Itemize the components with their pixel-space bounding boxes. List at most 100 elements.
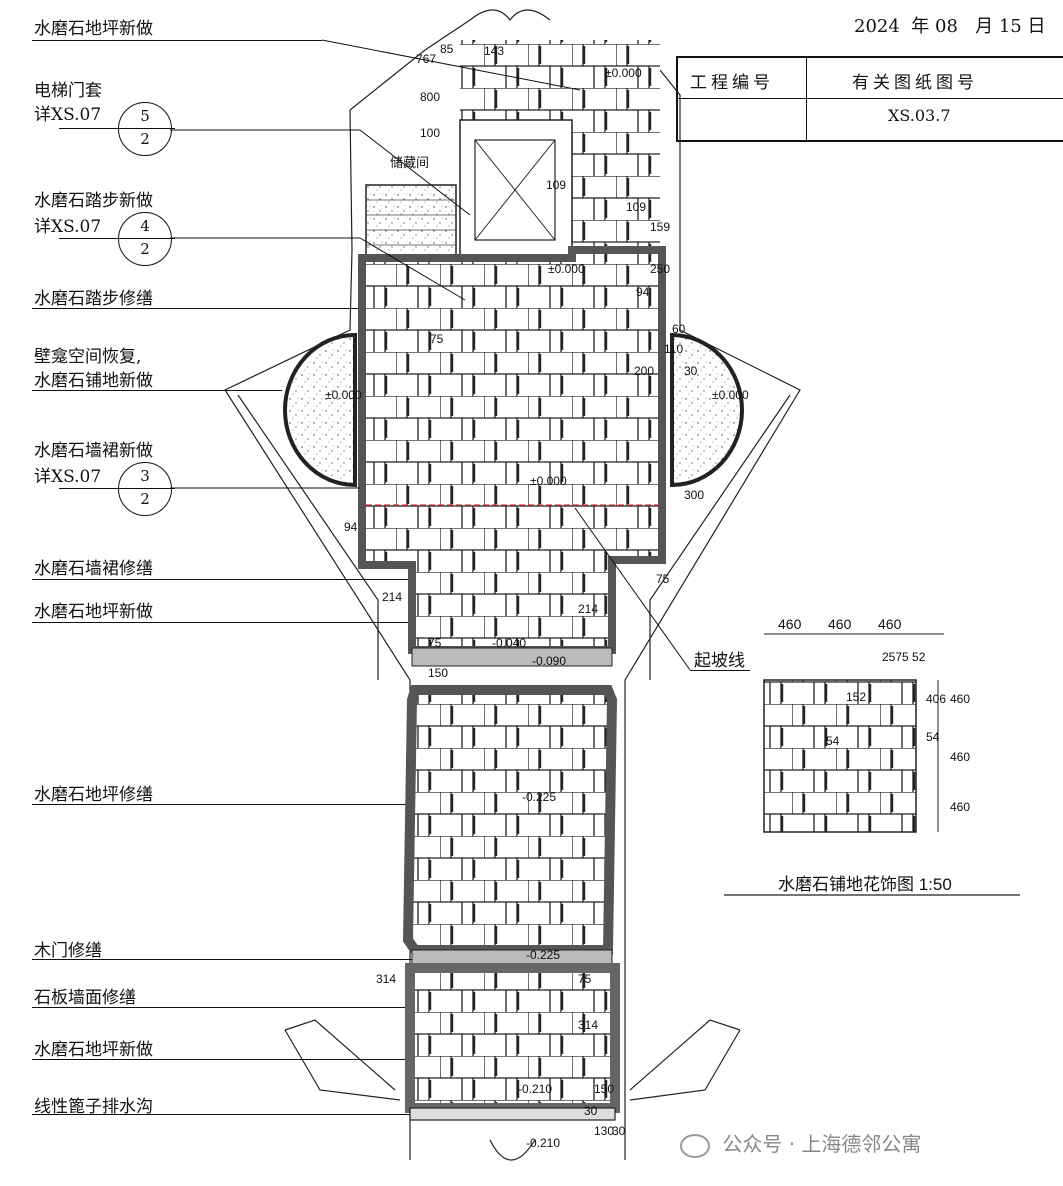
detail-dim-top: 460 (878, 616, 902, 632)
leader-line (32, 959, 462, 960)
dimension: 110 (664, 342, 684, 356)
detail-ref-3-bottom: 2 (140, 490, 150, 508)
detail-ref-5-top: 5 (140, 107, 150, 125)
dimension: 143 (484, 44, 505, 58)
leader-line (32, 1114, 432, 1115)
date-year: 2024 (854, 16, 900, 37)
elevation-mark: -0.225 (522, 790, 557, 804)
dimension: 150 (428, 666, 449, 680)
niche-right (670, 332, 744, 488)
dimension: 250 (650, 262, 671, 276)
detail-title: 水磨石铺地花饰图 1:50 (778, 875, 952, 894)
date-day-char: 日 (1027, 16, 1046, 37)
label-niche-restore: 壁龛空间恢复, (34, 347, 142, 367)
detail-dim-right: 460 (950, 750, 971, 764)
tile-area-right-top (572, 110, 660, 250)
detail-dim-right: 460 (950, 692, 971, 706)
dimension: 200 (634, 364, 655, 378)
elevation-mark: -0.210 (518, 1082, 553, 1096)
dimension: 75 (578, 972, 592, 986)
elevation-mark: ±0.000 (548, 262, 585, 276)
drawing-ref-value: XS.03.7 (888, 106, 951, 125)
dimension: 300 (684, 488, 705, 502)
leader-line (32, 1007, 410, 1008)
dimension: 214 (578, 602, 599, 616)
dimension: 85 (440, 42, 454, 56)
dimension: 109 (546, 178, 567, 192)
dimension: 130 (594, 1124, 615, 1138)
detail-ref-3-top: 3 (140, 467, 150, 485)
label-new-terrazzo-floor-3: 水磨石地坪新做 (34, 1040, 153, 1060)
label-repair-terrazzo-floor: 水磨石地坪修缮 (34, 785, 153, 805)
detail-dim-right: 460 (950, 800, 971, 814)
threshold-1 (411, 647, 613, 667)
leader-line (690, 670, 750, 671)
dimension: 75 (428, 636, 442, 650)
elevation-mark: -0.210 (526, 1136, 561, 1150)
drawing-ref-header: 有关图纸图号 (852, 73, 978, 93)
dimension: 30 (684, 364, 698, 378)
dimension: 30 (584, 1104, 598, 1118)
leader-line (32, 1059, 514, 1060)
detail-dim-54b: 54 (926, 730, 940, 744)
wechat-icon (680, 1133, 710, 1158)
detail-ref-4-bottom: 2 (140, 240, 150, 258)
date-year-char: 年 (911, 16, 930, 37)
entrance-floor (405, 963, 620, 1113)
dimension: 314 (376, 972, 397, 986)
label-repair-wood-door: 木门修缮 (34, 941, 102, 961)
label-new-terrazzo-floor-1: 水磨石地坪新做 (34, 19, 153, 39)
detail-dim-right: 406 (926, 692, 947, 706)
label-repair-stone-wall: 石板墙面修缮 (34, 988, 136, 1008)
label-new-terrazzo-paving: 水磨石铺地新做 (34, 371, 153, 391)
label-new-terrazzo-dado: 水磨石墙裙新做 (34, 441, 153, 461)
leader-line (32, 579, 412, 580)
detail-dim-152: 152 (846, 690, 867, 704)
dimension: 150 (594, 1082, 615, 1096)
dimension: 800 (420, 90, 441, 104)
main-hall-floor (358, 246, 666, 654)
stair-treads (366, 199, 456, 261)
detail-ref-4: 4 2 (59, 212, 175, 266)
newel-post (450, 265, 482, 325)
label-new-terrazzo-steps: 水磨石踏步新做 (34, 191, 153, 211)
dimension: 100 (420, 126, 441, 140)
leader-line (32, 390, 282, 391)
elevation-mark: ±0.000 (530, 474, 567, 488)
date-month-char: 月 (975, 16, 994, 37)
detail-ref-4-top: 4 (140, 217, 150, 235)
detail-drawing (724, 633, 1020, 896)
label-see-xs07-2: 详XS.07 (34, 217, 102, 237)
drawing-date: 2024 年 08 月 15 日 (854, 12, 1045, 38)
dimension: 60 (672, 322, 686, 336)
leader-line (32, 622, 516, 623)
date-day: 15 (998, 16, 1022, 37)
dimension: 75 (656, 572, 670, 586)
title-block: 工程编号 有关图纸图号 XS.03.7 (676, 56, 1063, 142)
elevation-mark: -0.225 (526, 948, 561, 962)
label-see-xs07-1: 详XS.07 (34, 105, 102, 125)
detail-dim-top: 460 (828, 616, 852, 632)
dimension: 109 (626, 200, 647, 214)
dimension: 767 (416, 52, 437, 66)
detail-ref-5-bottom: 2 (140, 130, 150, 148)
label-repair-terrazzo-steps: 水磨石踏步修缮 (34, 289, 153, 309)
corridor-floor (402, 685, 618, 955)
detail-ref-3: 3 2 (59, 462, 175, 516)
leader-line (32, 40, 322, 41)
niche-left (283, 332, 357, 488)
dimension: 75 (430, 332, 444, 346)
room-label-storage: 储藏间 (390, 156, 430, 171)
outer-outline (224, 9, 801, 1161)
dimension: 94 (636, 285, 650, 299)
label-linear-grate-drain: 线性篦子排水沟 (34, 1097, 153, 1117)
threshold-2 (411, 949, 613, 967)
elevation-mark: ±0.000 (325, 388, 362, 402)
label-repair-terrazzo-dado: 水磨石墙裙修缮 (34, 559, 153, 579)
project-number-header: 工程编号 (690, 73, 774, 93)
detail-dim-sub: 2575 52 (882, 650, 926, 664)
label-new-terrazzo-floor-2: 水磨石地坪新做 (34, 602, 153, 622)
leader-line (32, 308, 362, 309)
elevation-mark: -0.040 (492, 636, 527, 650)
elevation-mark: -0.090 (532, 654, 567, 668)
